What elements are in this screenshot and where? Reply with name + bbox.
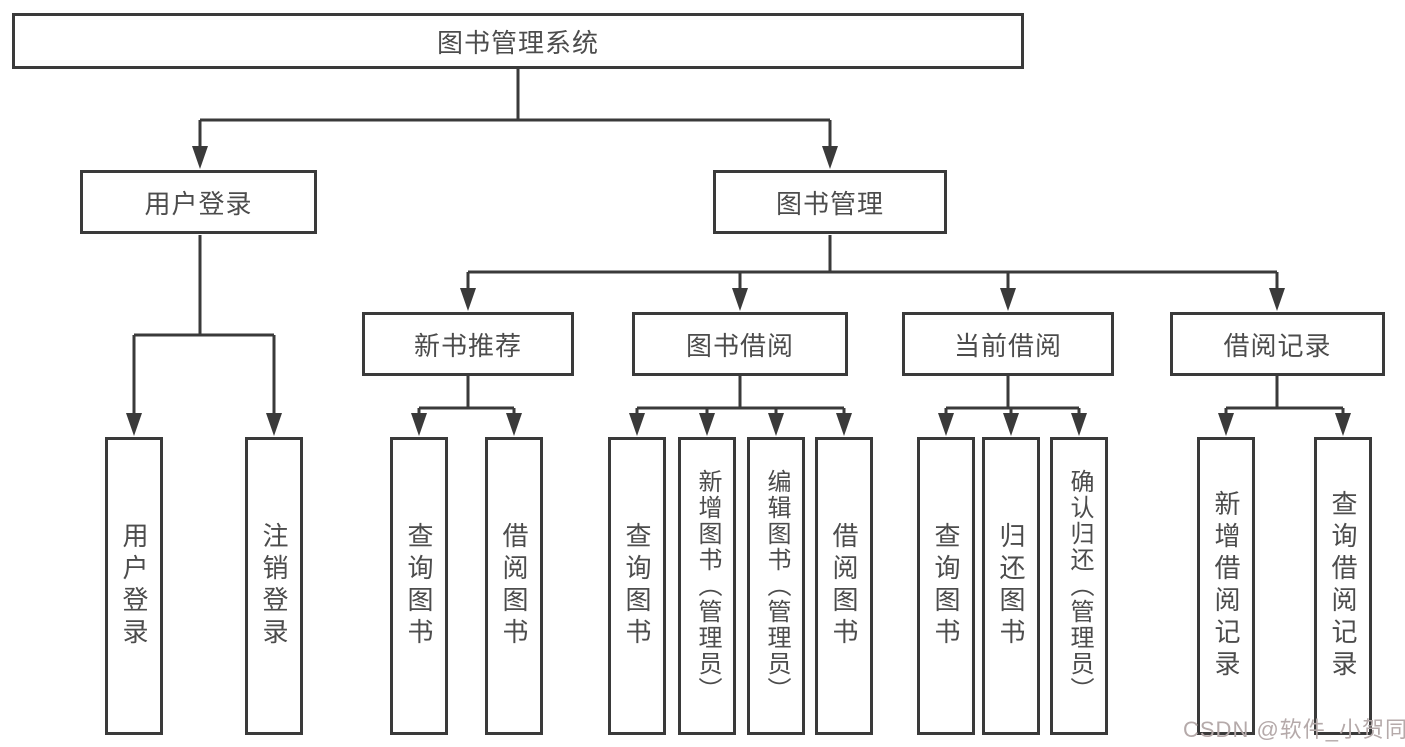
leaf-confirm-return-admin: 确认归还（管理员）	[1050, 437, 1108, 735]
leaf-borrow-books: 借阅图书	[815, 437, 873, 735]
leaf-query-books-borrowing-label: 查询图书	[622, 522, 652, 650]
leaf-borrow-books-label: 借阅图书	[829, 522, 859, 650]
node-library-management-system: 图书管理系统	[12, 13, 1024, 69]
node-current-borrowing: 当前借阅	[902, 312, 1114, 376]
leaf-confirm-return-admin-label: 确认归还（管理员）	[1066, 469, 1093, 703]
leaf-logout: 注销登录	[245, 437, 303, 735]
leaf-add-borrow-record: 新增借阅记录	[1197, 437, 1255, 735]
leaf-user-login-label: 用户登录	[119, 522, 149, 650]
leaf-return-books: 归还图书	[982, 437, 1040, 735]
csdn-watermark: CSDN @软件_小贺同学	[1183, 717, 1405, 742]
leaf-add-books-admin: 新增图书（管理员）	[678, 437, 736, 735]
leaf-edit-books-admin-label: 编辑图书（管理员）	[763, 469, 790, 703]
leaf-user-login: 用户登录	[105, 437, 163, 735]
leaf-query-books-recommend: 查询图书	[390, 437, 448, 735]
leaf-query-books-current: 查询图书	[917, 437, 975, 735]
node-book-management: 图书管理	[713, 170, 947, 234]
node-user-login: 用户登录	[80, 170, 317, 234]
leaf-query-books-recommend-label: 查询图书	[404, 522, 434, 650]
leaf-add-books-admin-label: 新增图书（管理员）	[694, 469, 721, 703]
leaf-query-borrow-record-label: 查询借阅记录	[1328, 490, 1358, 682]
leaf-borrow-books-recommend-label: 借阅图书	[499, 522, 529, 650]
leaf-query-books-current-label: 查询图书	[931, 522, 961, 650]
leaf-logout-label: 注销登录	[259, 522, 289, 650]
node-new-book-recommendation: 新书推荐	[362, 312, 574, 376]
leaf-query-borrow-record: 查询借阅记录	[1314, 437, 1372, 735]
node-book-borrowing: 图书借阅	[632, 312, 848, 376]
leaf-add-borrow-record-label: 新增借阅记录	[1211, 490, 1241, 682]
leaf-query-books-borrowing: 查询图书	[608, 437, 666, 735]
leaf-borrow-books-recommend: 借阅图书	[485, 437, 543, 735]
leaf-edit-books-admin: 编辑图书（管理员）	[747, 437, 805, 735]
leaf-return-books-label: 归还图书	[996, 522, 1026, 650]
node-borrowing-records: 借阅记录	[1170, 312, 1385, 376]
